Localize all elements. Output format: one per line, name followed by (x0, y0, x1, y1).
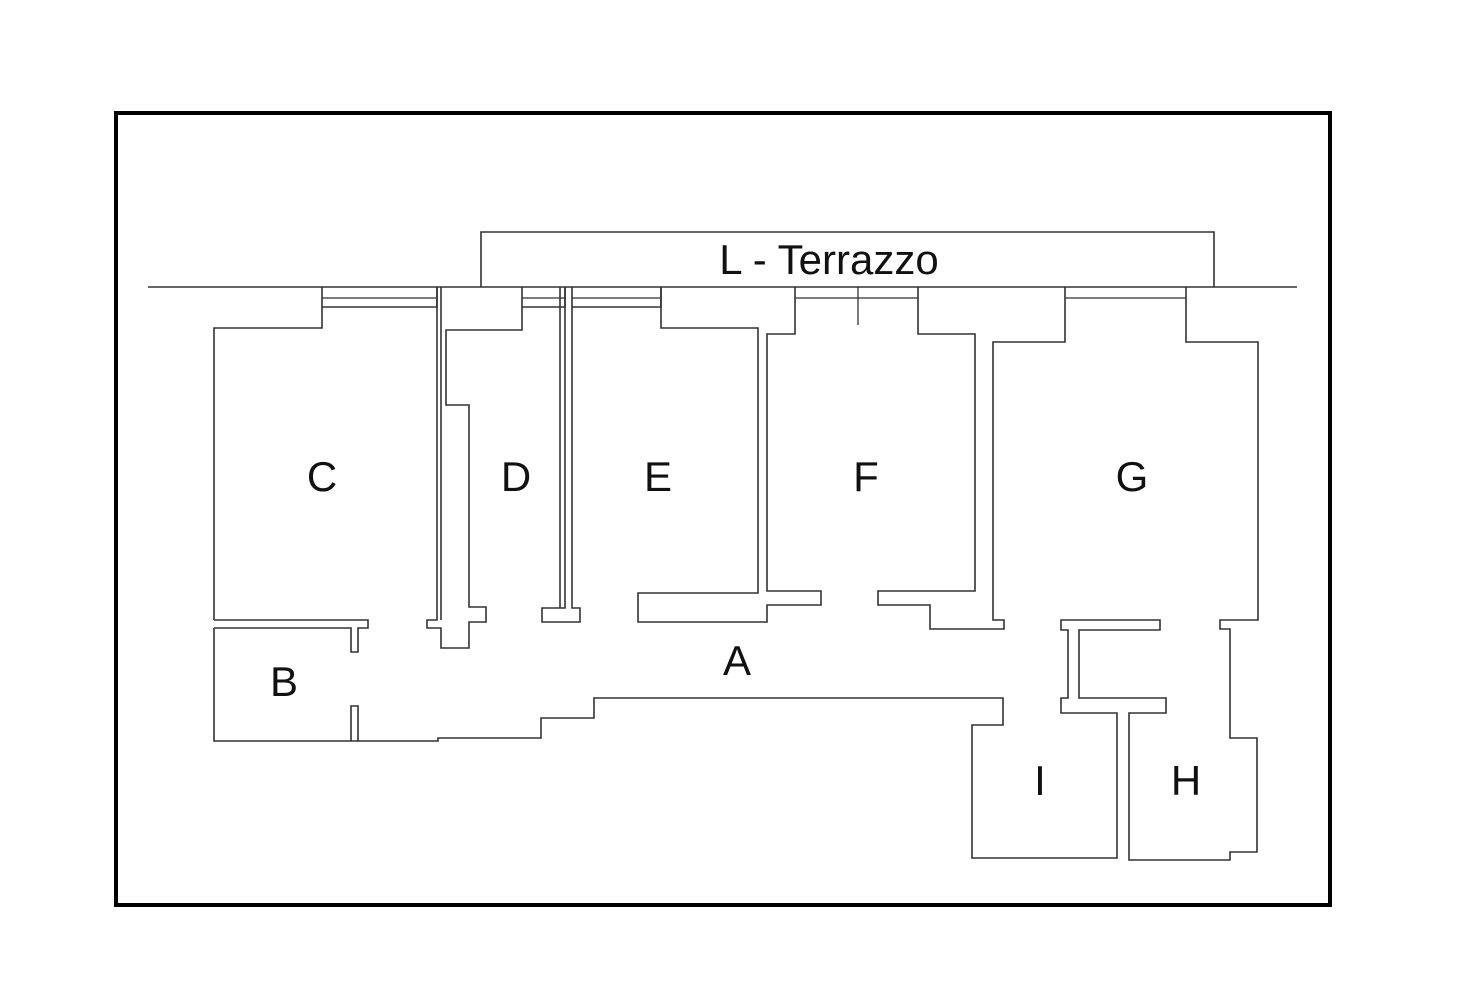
wall-c-d (426, 287, 523, 649)
room-label-terrace: L - Terrazzo (719, 236, 938, 283)
room-label-b: B (270, 658, 298, 705)
room-label-c: C (307, 453, 337, 500)
room-g-walls (213, 287, 1259, 861)
plan-frame (114, 111, 1332, 907)
wall-d-e (522, 287, 581, 623)
room-label-g: G (1116, 453, 1149, 500)
room-label-i: I (1034, 757, 1046, 804)
room-f-walls (877, 287, 1066, 630)
room-e-walls (572, 287, 822, 623)
room-b-walls (214, 619, 369, 741)
terrace-outline (480, 231, 1215, 287)
room-label-e: E (644, 453, 672, 500)
facade-windows (322, 287, 1186, 325)
room-label-a: A (723, 637, 751, 684)
room-label-d: D (501, 453, 531, 500)
room-label-h: H (1171, 757, 1201, 804)
room-label-f: F (853, 453, 879, 500)
